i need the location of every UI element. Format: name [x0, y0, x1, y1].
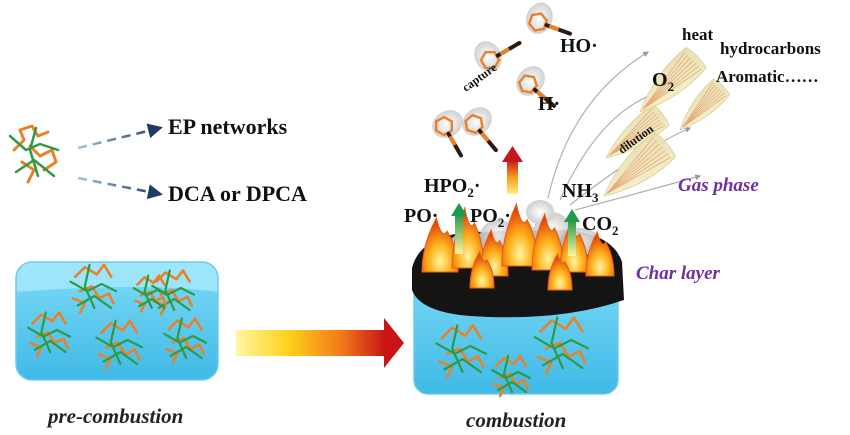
co2-label: CO2 [582, 213, 619, 238]
legend-arrow-ep [77, 123, 163, 150]
flame-tongue [547, 252, 573, 291]
gas-plume [603, 131, 677, 197]
heat-label: heat [682, 25, 714, 44]
gas-plume [679, 78, 731, 131]
gas-plume-icon [603, 46, 731, 197]
arrow-up-green-left [455, 214, 463, 254]
flame-tongue [469, 250, 495, 289]
po-radical-label: PO· [404, 205, 439, 227]
ring-molecule [525, 2, 572, 36]
flame-tongue [585, 230, 615, 277]
hydrocarbons-label: hydrocarbons [720, 39, 821, 58]
ring-molecule [474, 41, 522, 72]
ring-molecule [462, 107, 498, 153]
h-radical-label: H· [538, 93, 561, 115]
ring-molecule [516, 66, 557, 108]
hpo2-radical-label: HPO2· [424, 175, 481, 200]
combustion-caption: combustion [466, 408, 567, 432]
polymer-chain-cluster [533, 316, 590, 375]
polymer-chain-cluster [132, 274, 170, 313]
polymer-chain-cluster [69, 263, 118, 315]
legend-arrow-dca [77, 176, 163, 200]
gas-plume [639, 46, 707, 113]
gradient-arrow-icon [236, 318, 404, 368]
polymer-chain-cluster [163, 317, 208, 364]
char-layer-label: Char layer [636, 263, 720, 284]
ep-networks-label: EP networks [168, 114, 288, 139]
polymer-chain-cluster [151, 269, 196, 316]
po2-radical-label: PO2· [470, 205, 511, 230]
aromatic-label: Aromatic…… [716, 67, 819, 86]
polymer-chain-cluster [435, 323, 488, 379]
gas-phase-label: Gas phase [678, 175, 759, 196]
ring-molecule-icon [432, 2, 572, 158]
dca-dpca-label: DCA or DPCA [168, 181, 307, 206]
polymer-chain-cluster [95, 319, 144, 371]
polymer-chains-left [27, 263, 208, 371]
molecule-cluster-icon [8, 124, 60, 184]
o2-label: O2 [652, 69, 675, 94]
ho-radical-label: HO· [560, 35, 598, 57]
ring-molecule [432, 110, 463, 158]
arrow-up-green-right [568, 220, 576, 256]
nh3-label: NH3 [562, 180, 599, 205]
polymer-chain-cluster [27, 311, 72, 358]
polymer-chain-cluster [490, 354, 532, 398]
pre-combustion-caption: pre-combustion [48, 404, 184, 428]
polymer-chains-right [435, 316, 590, 398]
arrow-up-red [507, 160, 518, 194]
